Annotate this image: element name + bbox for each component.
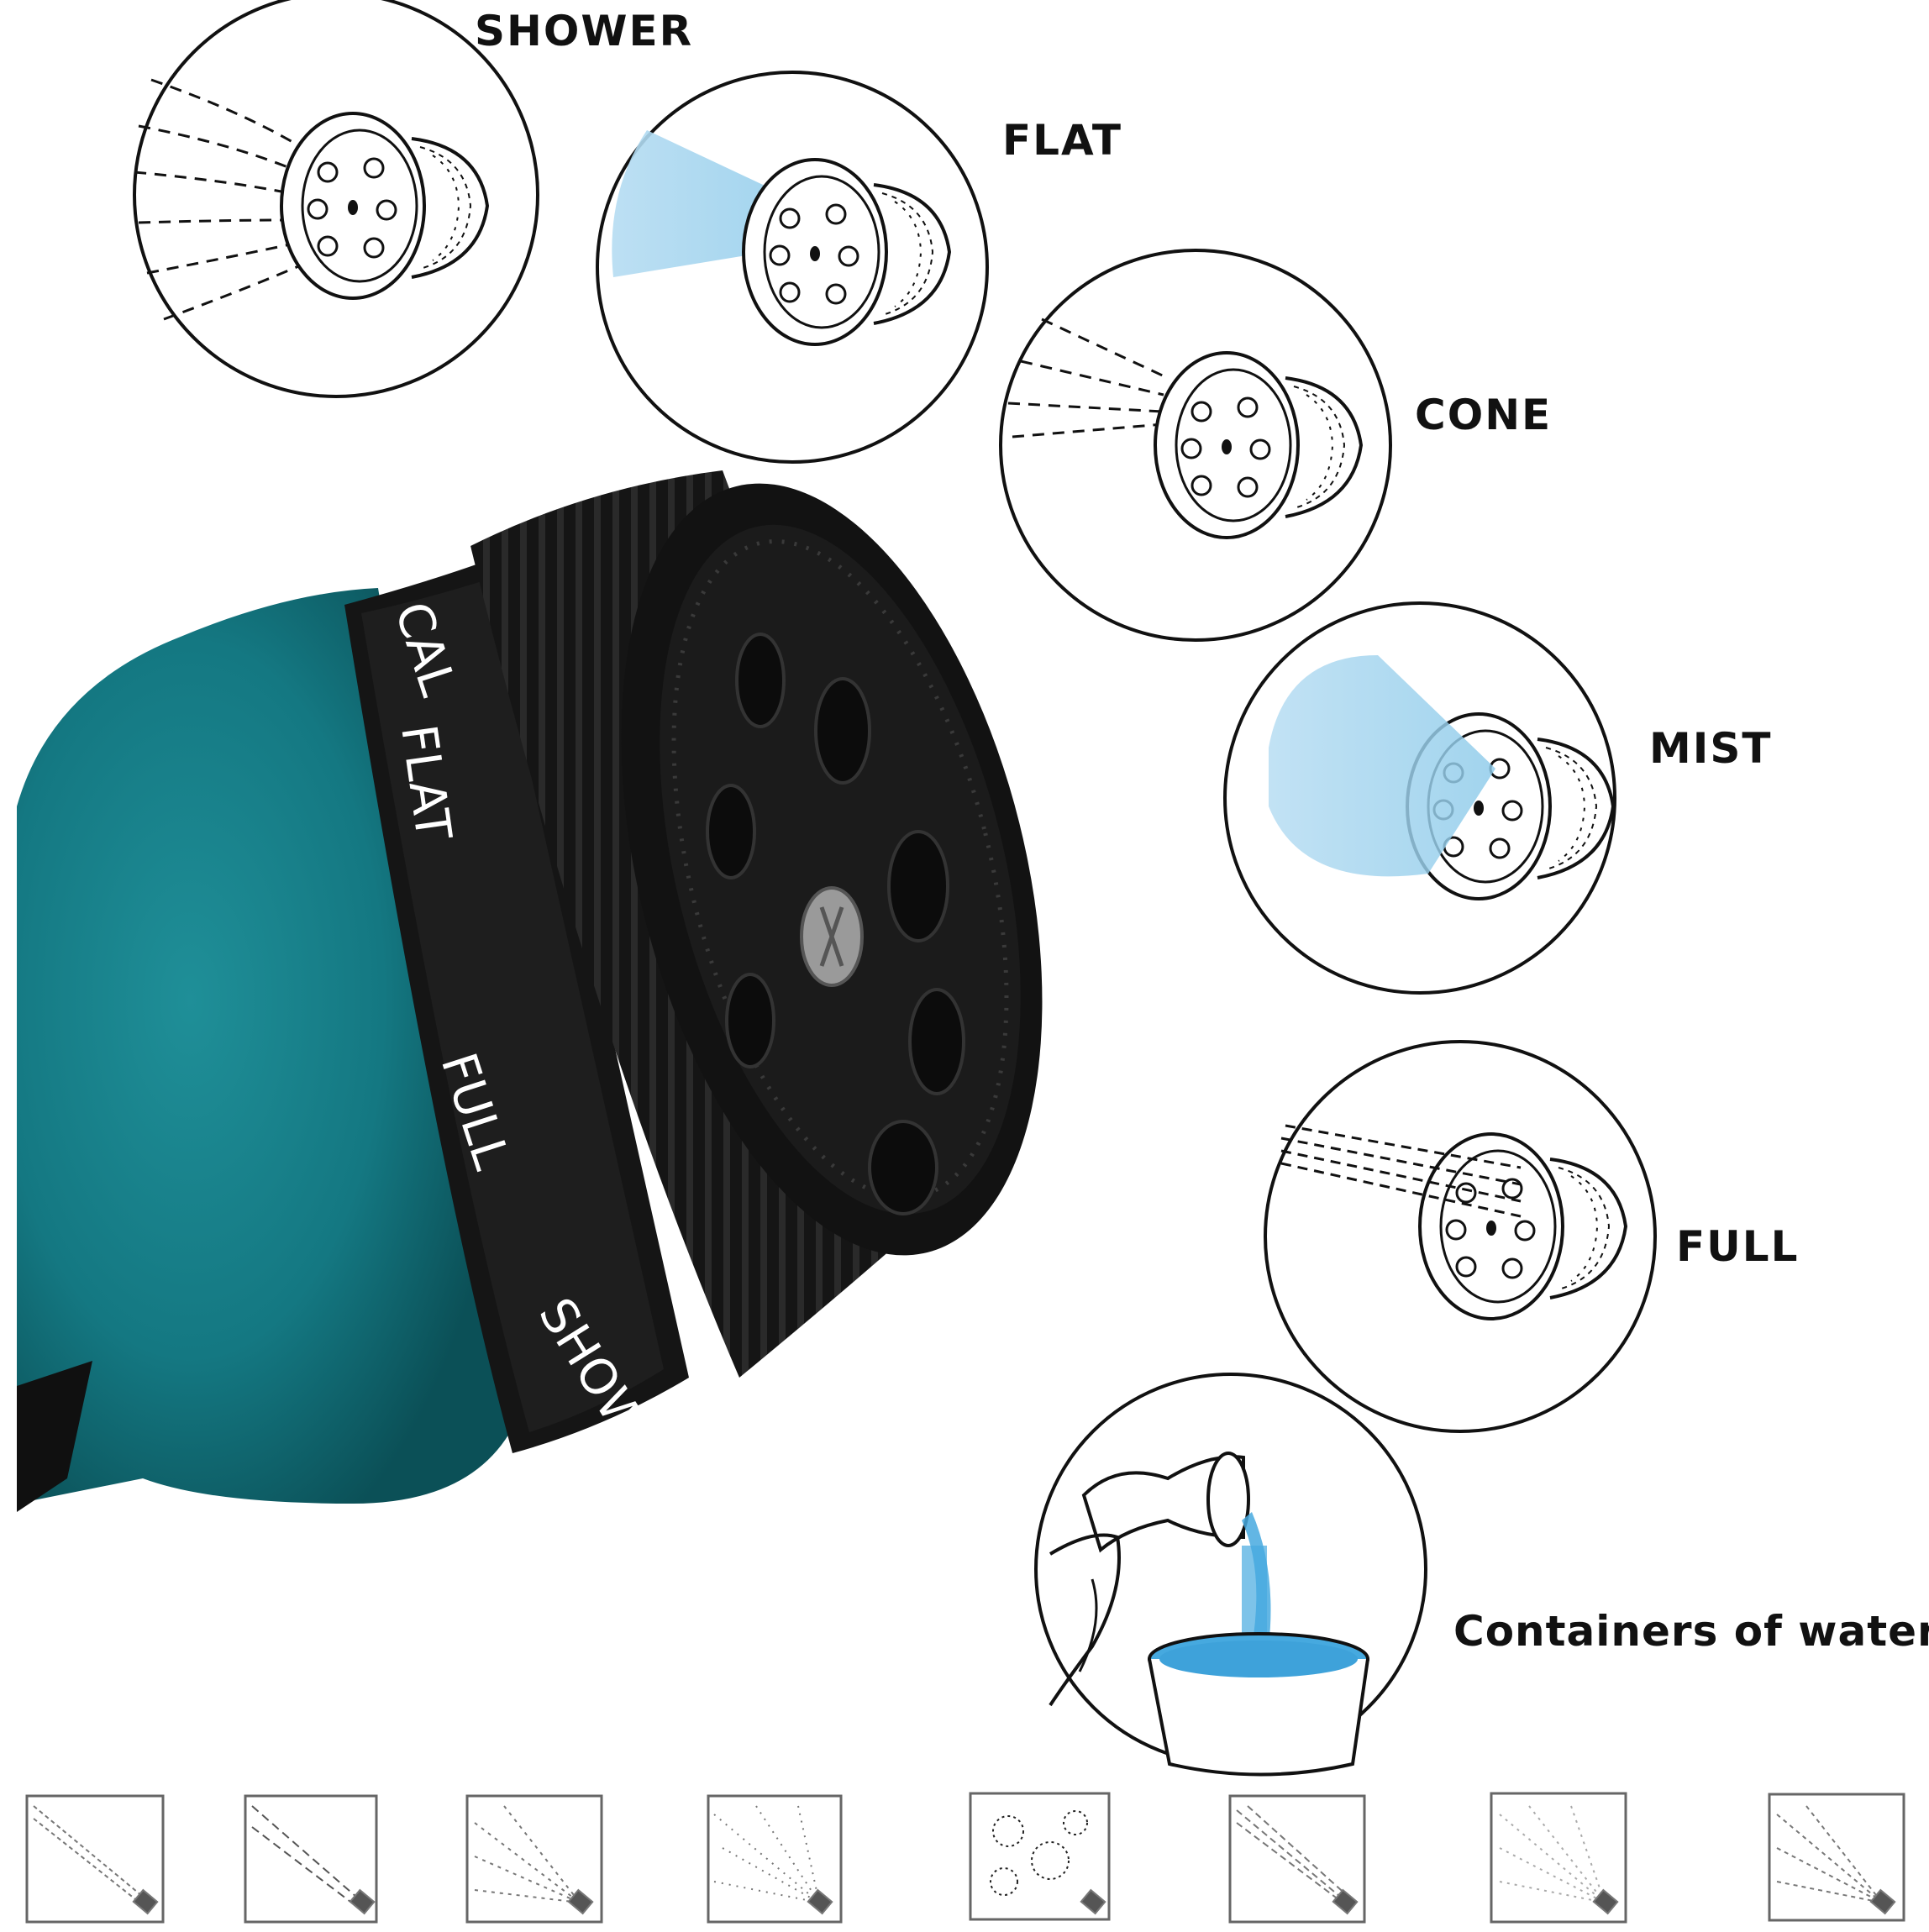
full-pattern-icon xyxy=(1228,1794,1366,1924)
cone-pattern-icon xyxy=(465,1794,603,1924)
shower-pattern-icon xyxy=(1490,1792,1627,1924)
angle-pattern-icon xyxy=(244,1794,378,1924)
shower-mode-illustration xyxy=(133,0,539,398)
soaker-pattern-icon xyxy=(969,1792,1111,1921)
mist-label: MIST xyxy=(1649,724,1773,773)
flat-pattern-icon xyxy=(1768,1793,1905,1922)
jet-pattern-icon xyxy=(25,1794,165,1924)
shower-label: SHOWER xyxy=(475,7,694,55)
full-label: FULL xyxy=(1676,1222,1800,1271)
flat-mode-illustration xyxy=(596,71,989,464)
full-mode-illustration xyxy=(1264,1040,1657,1433)
cone-mode-illustration xyxy=(999,249,1392,642)
spray-nozzle-product: CAL FLAT FULL SHOWER xyxy=(17,470,1043,1512)
containers-mode-illustration xyxy=(1034,1373,1427,1777)
mist-pattern-icon xyxy=(707,1794,843,1924)
containers-of-water-label: Containers of water xyxy=(1453,1607,1929,1656)
pattern-icon-row xyxy=(25,1792,1905,1924)
cone-label: CONE xyxy=(1415,391,1553,439)
flat-label: FLAT xyxy=(1002,116,1122,165)
mist-mode-illustration xyxy=(1223,601,1616,995)
